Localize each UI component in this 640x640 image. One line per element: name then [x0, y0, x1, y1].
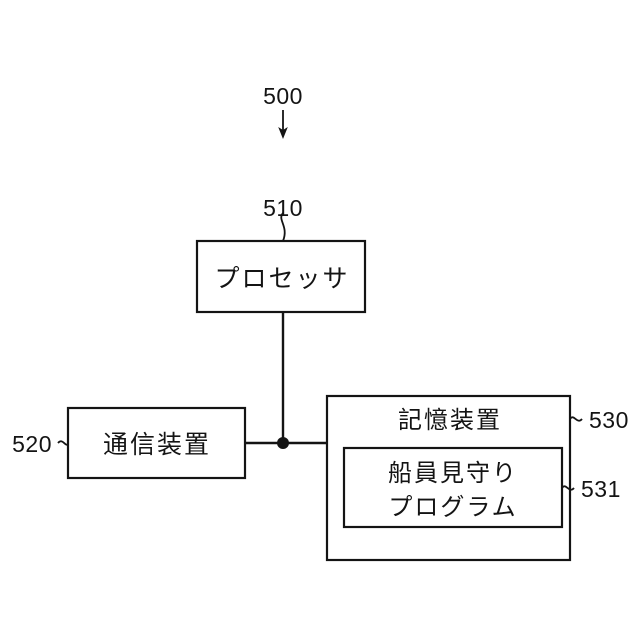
program-label-line1: 船員見守り — [388, 459, 518, 487]
ref-530: 530 — [589, 407, 629, 433]
bus-junction-dot — [277, 437, 289, 449]
processor-leader — [280, 212, 286, 242]
program-block — [342, 446, 575, 529]
communication-block — [57, 406, 247, 480]
communication-leader — [57, 440, 69, 446]
program-leader — [561, 485, 575, 491]
ref-500: 500 — [263, 83, 303, 109]
ref-520: 520 — [12, 431, 52, 457]
processor-label: プロセッサ — [214, 264, 349, 293]
processor-block — [195, 212, 367, 314]
processor-box — [195, 239, 367, 314]
ref-531: 531 — [581, 476, 621, 502]
arrow-head — [278, 127, 288, 139]
storage-leader — [569, 416, 583, 422]
ref-510: 510 — [263, 195, 303, 221]
bus-connectors — [245, 312, 327, 449]
communication-box — [66, 406, 247, 480]
communication-label: 通信装置 — [103, 430, 211, 459]
system-ref-arrow — [278, 110, 288, 139]
storage-label: 記憶装置 — [398, 406, 502, 434]
program-label-line2: プログラム — [388, 493, 517, 521]
